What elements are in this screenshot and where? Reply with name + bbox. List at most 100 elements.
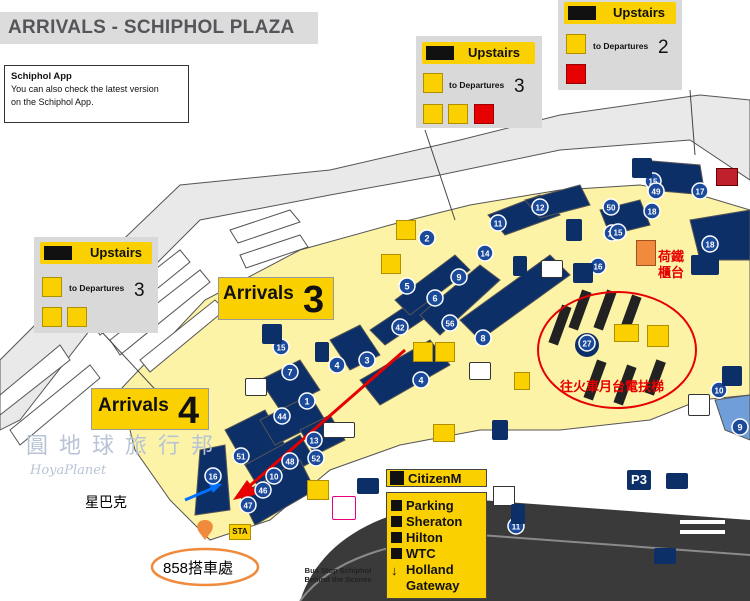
departures-plane-icon <box>566 34 586 54</box>
location-arrow-icon <box>390 471 404 485</box>
gate-marker: 4 <box>412 371 430 389</box>
gate-circle <box>609 223 627 241</box>
wheelchair-icon <box>493 486 515 506</box>
escalator-highlight <box>537 291 697 409</box>
gate-number: 15 <box>614 229 623 238</box>
arrivals-word: Arrivals <box>98 395 169 416</box>
gate-marker: 3 <box>358 351 376 369</box>
gate-number: 3 <box>364 356 369 366</box>
pointer-line-2 <box>689 89 696 156</box>
gate-circle <box>281 452 299 470</box>
luggage-icon <box>42 307 62 327</box>
gate-number: 6 <box>432 294 437 304</box>
train-escalator-annotation: 往火車月台電扶梯 <box>560 379 665 394</box>
gate-number: 15 <box>649 178 658 187</box>
ns-counter-icon <box>636 240 656 266</box>
app-note-line-1: You can also check the latest version <box>11 84 159 94</box>
gate-number: 52 <box>312 455 321 464</box>
gate-number: 8 <box>480 334 485 344</box>
ramp-4 <box>229 209 301 244</box>
gate-circle <box>450 268 468 286</box>
gate-number: 18 <box>706 241 715 250</box>
gate-circle <box>701 235 719 253</box>
legend-row: WTC <box>391 546 436 562</box>
pickup-858-annotation: 858搭車處 <box>163 560 234 577</box>
upstairs-label: Upstairs <box>613 5 666 20</box>
gate-circle <box>710 381 728 399</box>
page-title: ARRIVALS - SCHIPHOL PLAZA <box>0 12 318 44</box>
gate-number: 15 <box>277 344 286 353</box>
gate-number: 27 <box>583 340 592 349</box>
gate-marker: 15 <box>609 223 627 241</box>
upstairs-label: Upstairs <box>90 245 143 260</box>
service-icon <box>67 307 87 327</box>
upstairs-panel-center: Upstairs to Departures 3 <box>416 36 542 128</box>
gate-circle <box>239 496 257 514</box>
gate-circle <box>232 447 250 465</box>
gate-marker: 56 <box>441 314 459 332</box>
restaurant-icon <box>511 504 525 524</box>
gate-marker: 18 <box>701 235 719 253</box>
legend-label: Hilton <box>406 530 443 545</box>
pickup-pin-icon <box>197 520 213 540</box>
gate-marker: 8 <box>474 329 492 347</box>
app-note-title: Schiphol App <box>11 71 72 82</box>
gate-number: 42 <box>396 324 405 333</box>
gate-number: 9 <box>737 423 742 433</box>
departures-number: 3 <box>134 280 145 301</box>
luggage-trolley-icon <box>381 254 401 274</box>
gate-marker: 51 <box>232 447 250 465</box>
gate-marker: 12 <box>531 198 549 216</box>
bus-icon <box>654 548 676 564</box>
gate-circle <box>426 289 444 307</box>
gate-circle <box>578 334 596 352</box>
parking-icon <box>391 500 402 511</box>
gate-circle <box>305 431 323 449</box>
ramp-6 <box>0 344 71 416</box>
bus-stop-icon <box>332 496 356 520</box>
gate-circle <box>731 418 749 436</box>
upstairs-label: Upstairs <box>468 45 521 60</box>
arrow-down-icon: ↓ <box>391 563 398 578</box>
arrivals-hall-number: 4 <box>178 390 200 432</box>
ns-counter-annotation-1: 荷鐵 <box>658 249 685 264</box>
gate-marker: 16 <box>204 467 222 485</box>
car-rental-icon <box>614 324 639 342</box>
pointer-line-1 <box>424 129 456 221</box>
gate-number: 18 <box>648 208 657 217</box>
block-5 <box>394 254 471 316</box>
hotel-icon <box>391 516 402 527</box>
ramp-2 <box>109 269 211 356</box>
gate-circle <box>474 329 492 347</box>
gate-number: 4 <box>334 361 339 371</box>
watermark-en: HoyaPlanet <box>30 463 107 478</box>
legend-row: Gateway <box>406 578 459 594</box>
gate-circle <box>418 229 436 247</box>
legend-row: ↓Holland <box>391 562 454 578</box>
gate-number: 7 <box>287 368 292 378</box>
coffee-icon <box>262 324 282 344</box>
gate-marker: 5 <box>398 277 416 295</box>
first-aid-icon <box>474 104 494 124</box>
gate-marker: 10 <box>265 467 283 485</box>
arrivals-4-sign: Arrivals 4 <box>91 388 209 430</box>
upstairs-panel-right: Upstairs to Departures 2 <box>558 0 682 90</box>
legend-row: Hilton <box>391 530 443 546</box>
gate-circle <box>441 314 459 332</box>
mail-icon <box>541 260 563 278</box>
gate-marker: 4 <box>328 356 346 374</box>
restaurant-icon <box>722 366 742 386</box>
gate-number: 44 <box>278 413 287 422</box>
departures-plane-icon <box>42 277 62 297</box>
gate-circle <box>643 202 661 220</box>
gate-circle <box>307 449 325 467</box>
mail-icon <box>469 362 491 380</box>
gate-marker: 52 <box>307 449 325 467</box>
gate-marker: 9 <box>450 268 468 286</box>
gate-number: 2 <box>424 234 429 244</box>
escalator-up-icon <box>44 246 72 260</box>
gate-number: 51 <box>237 453 246 462</box>
gate-marker: 6 <box>426 289 444 307</box>
gate-marker: 48 <box>281 452 299 470</box>
gate-circle <box>398 277 416 295</box>
